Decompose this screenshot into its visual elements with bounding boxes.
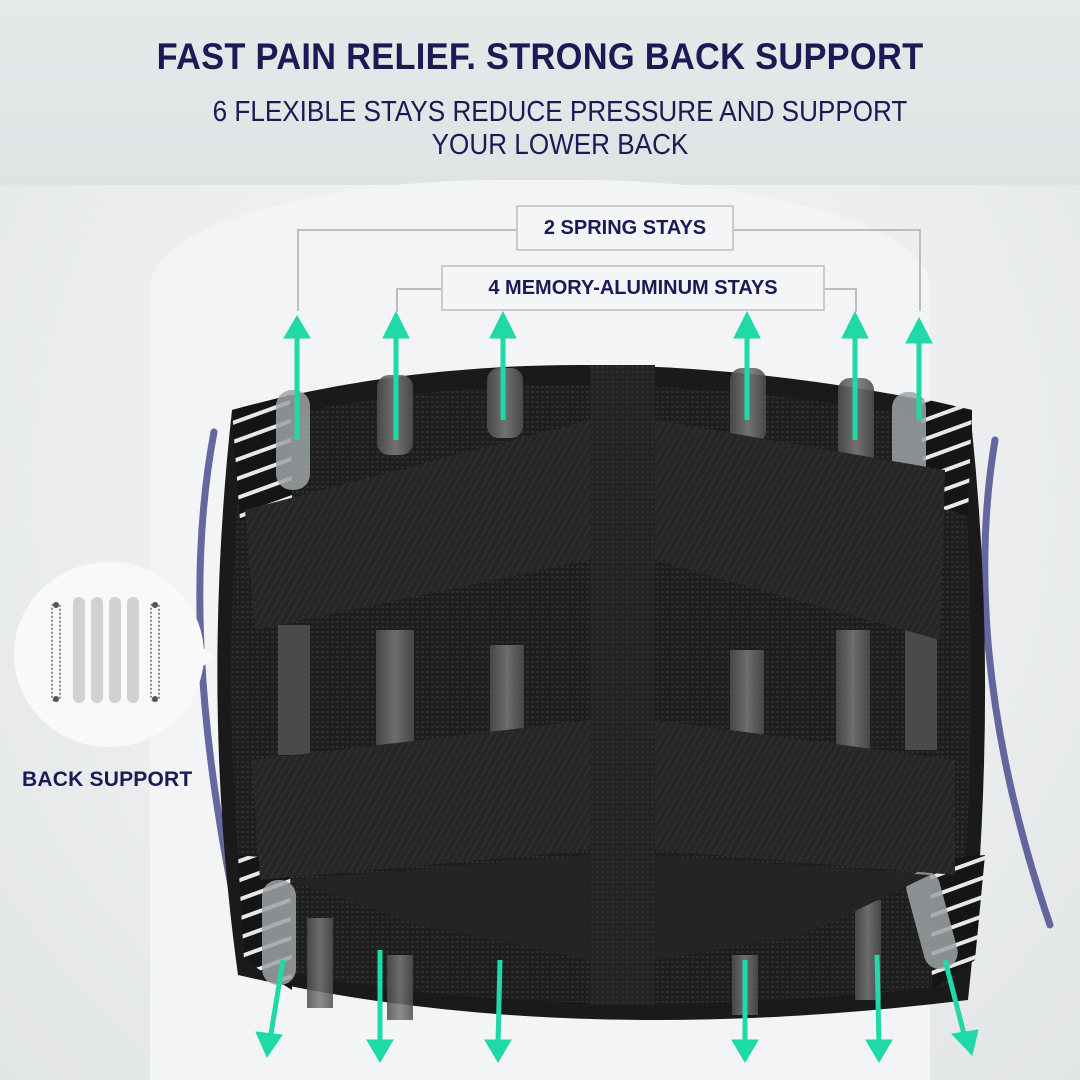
stays-inset-icon: [51, 597, 160, 703]
down-arrow-icon: [731, 960, 759, 1063]
up-arrow-icon: [283, 315, 311, 440]
up-arrow-icon: [733, 310, 761, 420]
aluminum-stays-label: 4 MEMORY-ALUMINUM STAYS: [488, 276, 778, 299]
back-support-label: BACK SUPPORT: [22, 768, 193, 791]
page-title: FAST PAIN RELIEF. STRONG BACK SUPPORT: [156, 36, 924, 77]
spring-stays-leader-left: [297, 229, 519, 311]
down-arrow-icon: [255, 959, 286, 1059]
up-arrow-icon: [489, 310, 517, 420]
up-arrow-icon: [382, 310, 410, 440]
page-subtitle: 6 FLEXIBLE STAYS REDUCE PRESSURE AND SUP…: [212, 96, 908, 161]
down-arrow-icon: [366, 950, 394, 1063]
aluminum-stay-icon: [73, 597, 139, 703]
bubble-tail: [196, 643, 216, 671]
spring-stays-label: 2 SPRING STAYS: [543, 216, 707, 239]
header-band: [0, 0, 1080, 185]
aluminum-stays-leader-right: [822, 288, 857, 312]
down-arrow-icon: [865, 954, 893, 1063]
up-arrow-icon: [905, 316, 933, 420]
spring-stays-leader-right: [733, 229, 921, 311]
spring-stays-callout: 2 SPRING STAYS: [516, 205, 734, 251]
spring-stay-icon: [150, 602, 160, 702]
down-arrow-icon: [942, 959, 979, 1057]
aluminum-stays-leader-left: [396, 288, 444, 312]
up-arrow-icon: [841, 310, 869, 440]
down-arrow-icon: [484, 959, 512, 1063]
aluminum-stays-callout: 4 MEMORY-ALUMINUM STAYS: [441, 265, 825, 311]
spring-stay-icon: [51, 602, 61, 702]
